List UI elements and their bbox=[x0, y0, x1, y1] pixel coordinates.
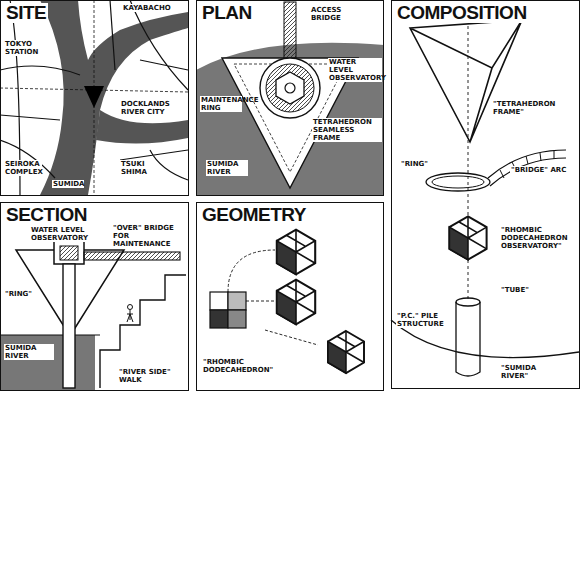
sketch-label: "RING" bbox=[4, 290, 33, 298]
sketch-label: "RING" bbox=[400, 160, 429, 168]
panel-title: PLAN bbox=[200, 3, 254, 23]
sketch-panel: COMPOSITION bbox=[391, 0, 580, 389]
plan-drawing bbox=[196, 2, 384, 195]
sketch-label: "RHOMBIC DODECAHEDRON" bbox=[202, 358, 304, 374]
sketch-label: "RIVER SIDE" WALK bbox=[118, 368, 180, 384]
sketch-label: TETRAHEDRON SEAMLESS FRAME bbox=[312, 118, 382, 142]
sketch-label: SUMIDA bbox=[52, 180, 84, 188]
sketch-label: "P.C." PILE STRUCTURE bbox=[396, 312, 448, 328]
sketch-label: "RHOMBIC DODECAHEDRON OBSERVATORY" bbox=[500, 226, 572, 250]
section-drawing bbox=[0, 240, 186, 390]
sketch-label: WATER LEVEL OBSERVATORY bbox=[30, 226, 92, 242]
panel-title: GEOMETRY bbox=[200, 205, 308, 225]
sketch-label: TOKYO STATION bbox=[4, 40, 40, 56]
sketch-label: TSUKI SHIMA bbox=[120, 160, 156, 176]
sketch-label: "OVER" BRIDGE FOR MAINTENANCE bbox=[112, 224, 184, 248]
sketch-label: WATER LEVEL OBSERVATORY bbox=[328, 58, 382, 82]
composition-drawing bbox=[391, 20, 579, 376]
sketch-label: "TETRAHEDRON FRAME" bbox=[492, 100, 570, 116]
geometry-drawing bbox=[210, 230, 364, 373]
sketch-label: "SUMIDA RIVER" bbox=[500, 364, 558, 380]
sketch-label: SEIROKA COMPLEX bbox=[4, 160, 42, 176]
sketch-label: MAINTENANCE RING bbox=[200, 96, 242, 112]
sketch-label: SUMIDA RIVER bbox=[4, 344, 54, 360]
panel-title: SECTION bbox=[4, 205, 89, 225]
panel-title: COMPOSITION bbox=[395, 3, 529, 23]
panel-title: SITE bbox=[4, 3, 48, 23]
sketch-label: "TUBE" bbox=[500, 286, 530, 294]
sketch-label: ACCESS BRIDGE bbox=[310, 6, 356, 22]
sketch-label: SUMIDA RIVER bbox=[206, 160, 248, 176]
sketch-label: KAYABACHO bbox=[122, 4, 168, 12]
sketch-label: "BRIDGE" ARC bbox=[510, 166, 567, 174]
sketch-label: DOCKLANDS RIVER CITY bbox=[120, 100, 166, 116]
site-map bbox=[0, 0, 188, 195]
